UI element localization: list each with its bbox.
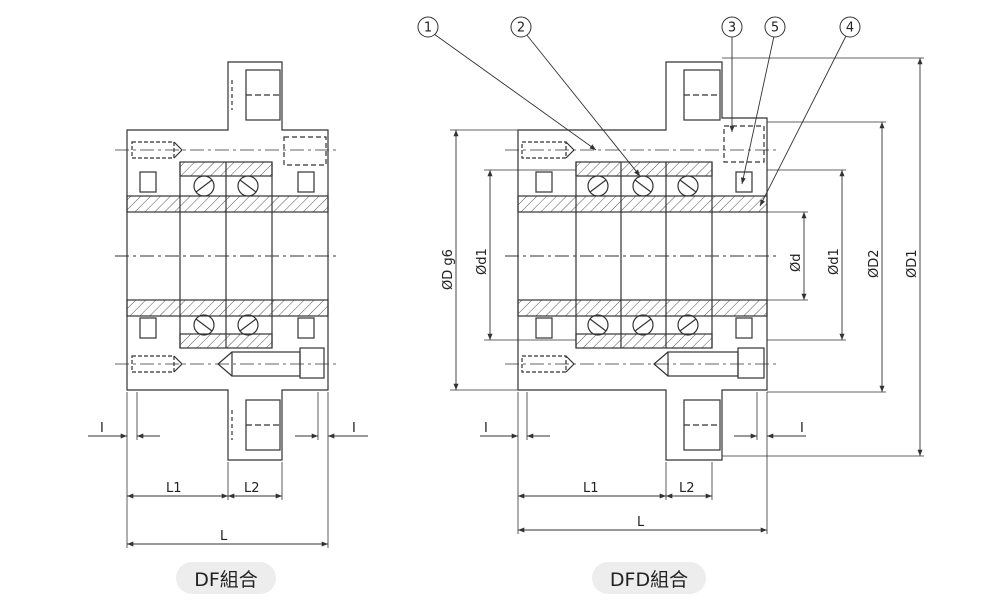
callout-1: 1 (424, 21, 432, 36)
df-dimension-labels: I I L1 L2 L (100, 421, 356, 544)
callout-1-leader (433, 33, 597, 151)
df-ball-4 (237, 314, 259, 336)
callout-2: 2 (517, 21, 525, 36)
df-shaft-band-top (126, 195, 329, 213)
df-title: DF組合 (194, 568, 258, 591)
callout-3: 3 (728, 21, 736, 36)
df-dim-l: L (220, 529, 228, 544)
df-dim-l2: L2 (244, 481, 260, 496)
dfd-title-badge: DFD組合 (592, 562, 706, 594)
dfd-dimension-labels: ØD g6 Ød1 Ød Ød1 ØD2 ØD1 I I L1 L2 L (441, 248, 920, 530)
dfd-dim-d1-left: Ød1 (475, 248, 490, 275)
dfd-dim-i-left: I (484, 421, 488, 436)
dfd-dim-d1-right: Ød1 (827, 248, 842, 275)
df-dim-l1: L1 (166, 481, 182, 496)
df-ball-2 (237, 175, 259, 197)
dfd-dim-l1: L1 (583, 481, 599, 496)
callout-4: 4 (846, 21, 854, 36)
dfd-dim-l: L (637, 515, 645, 530)
dfd-callouts: 1 2 3 5 4 (417, 16, 861, 38)
callout-5-leader (740, 35, 775, 185)
dfd-housing-outline (517, 61, 768, 461)
dfd-dim-l2: L2 (679, 481, 695, 496)
df-ball-3 (193, 314, 215, 336)
df-title-badge: DF組合 (176, 562, 276, 594)
df-dim-i-right: I (352, 421, 356, 436)
dfd-title: DFD組合 (609, 568, 689, 591)
dfd-dim-od: ØD g6 (441, 249, 456, 290)
callout-5: 5 (771, 21, 779, 36)
df-housing-outline (126, 61, 329, 461)
callout-2-leader (525, 33, 641, 177)
df-shaft-band-bottom (126, 299, 329, 317)
dfd-dim-d1-outer: ØD1 (905, 249, 920, 278)
dfd-dim-i-right: I (800, 421, 804, 436)
df-dim-i-left: I (100, 421, 104, 436)
dfd-dim-d: Ød (789, 254, 804, 272)
df-ball-1 (193, 175, 215, 197)
dfd-dim-d2: ØD2 (867, 249, 882, 278)
dfd-assembly (433, 33, 924, 534)
df-assembly (88, 61, 368, 548)
callout-4-leader (759, 35, 847, 207)
